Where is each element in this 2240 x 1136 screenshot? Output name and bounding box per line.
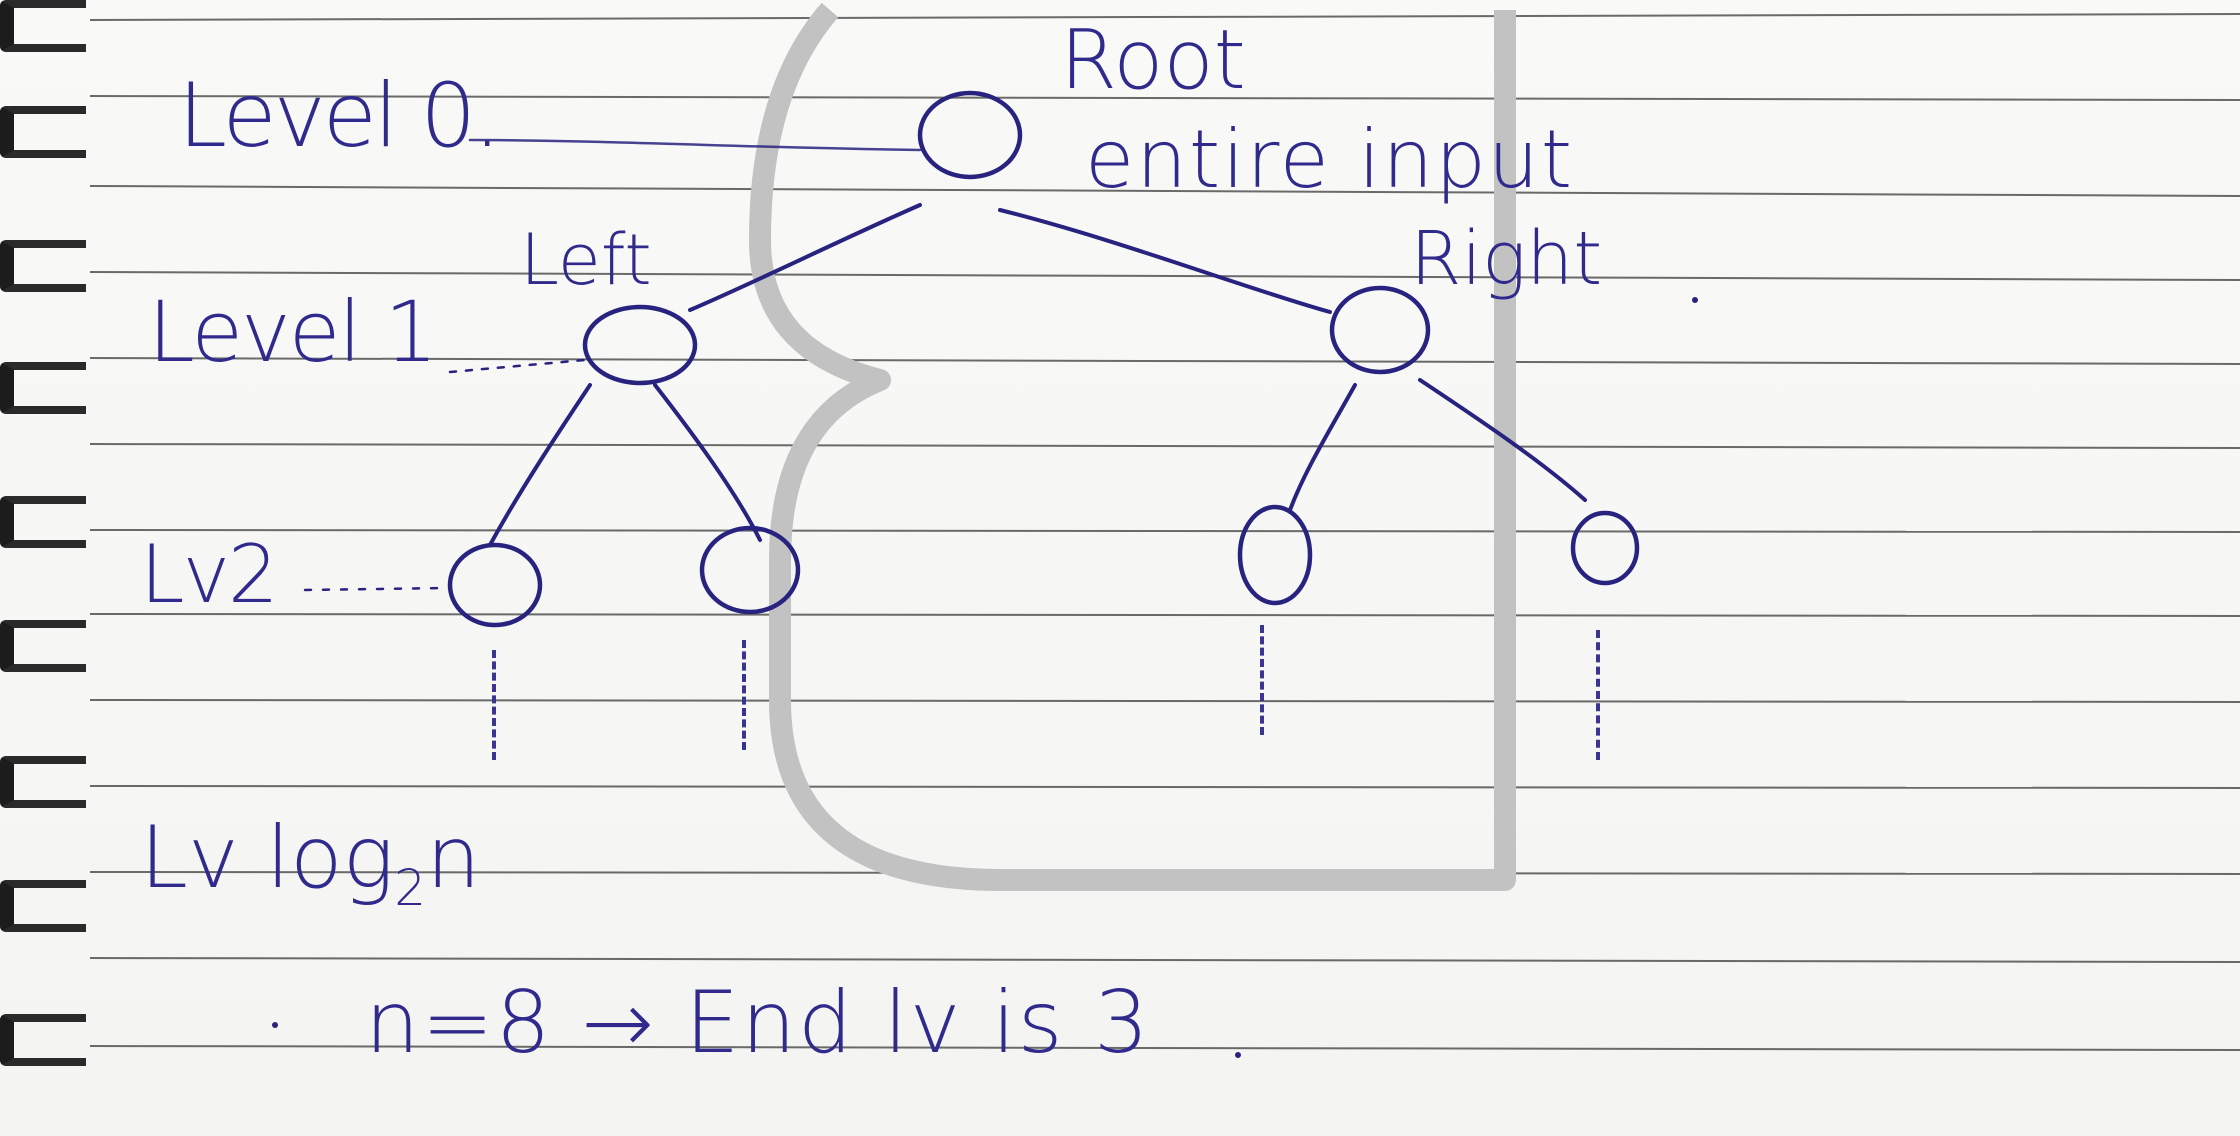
edge-left-ll [488,383,592,547]
background-brace [749,2,1516,891]
binding-ring [0,240,86,292]
binding-ring [0,0,86,52]
continuation-dots [1596,630,1600,760]
node-left [582,304,698,386]
ruled-lines [89,13,2240,1051]
level-2-label: Lv2 [140,528,279,621]
binding-ring [0,106,86,158]
binding-ring [0,880,86,932]
continuation-dots [742,640,746,750]
continuation-dots [492,650,496,760]
log-level-text: Lv log [140,808,395,908]
tree-nodes [447,90,1640,628]
node-rl [1237,504,1313,606]
binding-ring [0,620,86,672]
log-level-label: Lv log2n [140,815,481,913]
right-label: Right [1410,216,1603,302]
conclusion-label: n=8 → End lv is 3 [365,973,1151,1073]
node-ll [447,542,543,628]
edge-right-rr [1418,378,1587,502]
node-right [1329,285,1431,375]
log-base: 2 [394,859,427,918]
node-root [917,90,1023,180]
tree-edges [303,138,1587,592]
edge-left-lr [653,383,762,542]
root-label: Root [1060,13,1246,108]
leader-lv2 [303,586,452,592]
level-1-label: Level 1 [148,283,438,381]
level-0-label: Level 0. [178,64,501,167]
continuation-dots [1260,625,1264,735]
leader-level1 [448,358,587,374]
binding-ring [0,362,86,414]
edge-root-right [998,208,1332,314]
log-arg: n [426,808,481,908]
edge-root-left [688,203,922,312]
node-rr [1570,510,1640,586]
binding-ring [0,496,86,548]
node-lr [699,525,801,615]
ink-dots [272,297,1698,1058]
entire-input-label: entire input [1085,113,1575,206]
left-label: Left [520,219,652,301]
leader-level0 [468,138,922,152]
edge-right-rl [1288,383,1357,512]
binding-ring [0,756,86,808]
binding-ring [0,1014,86,1066]
